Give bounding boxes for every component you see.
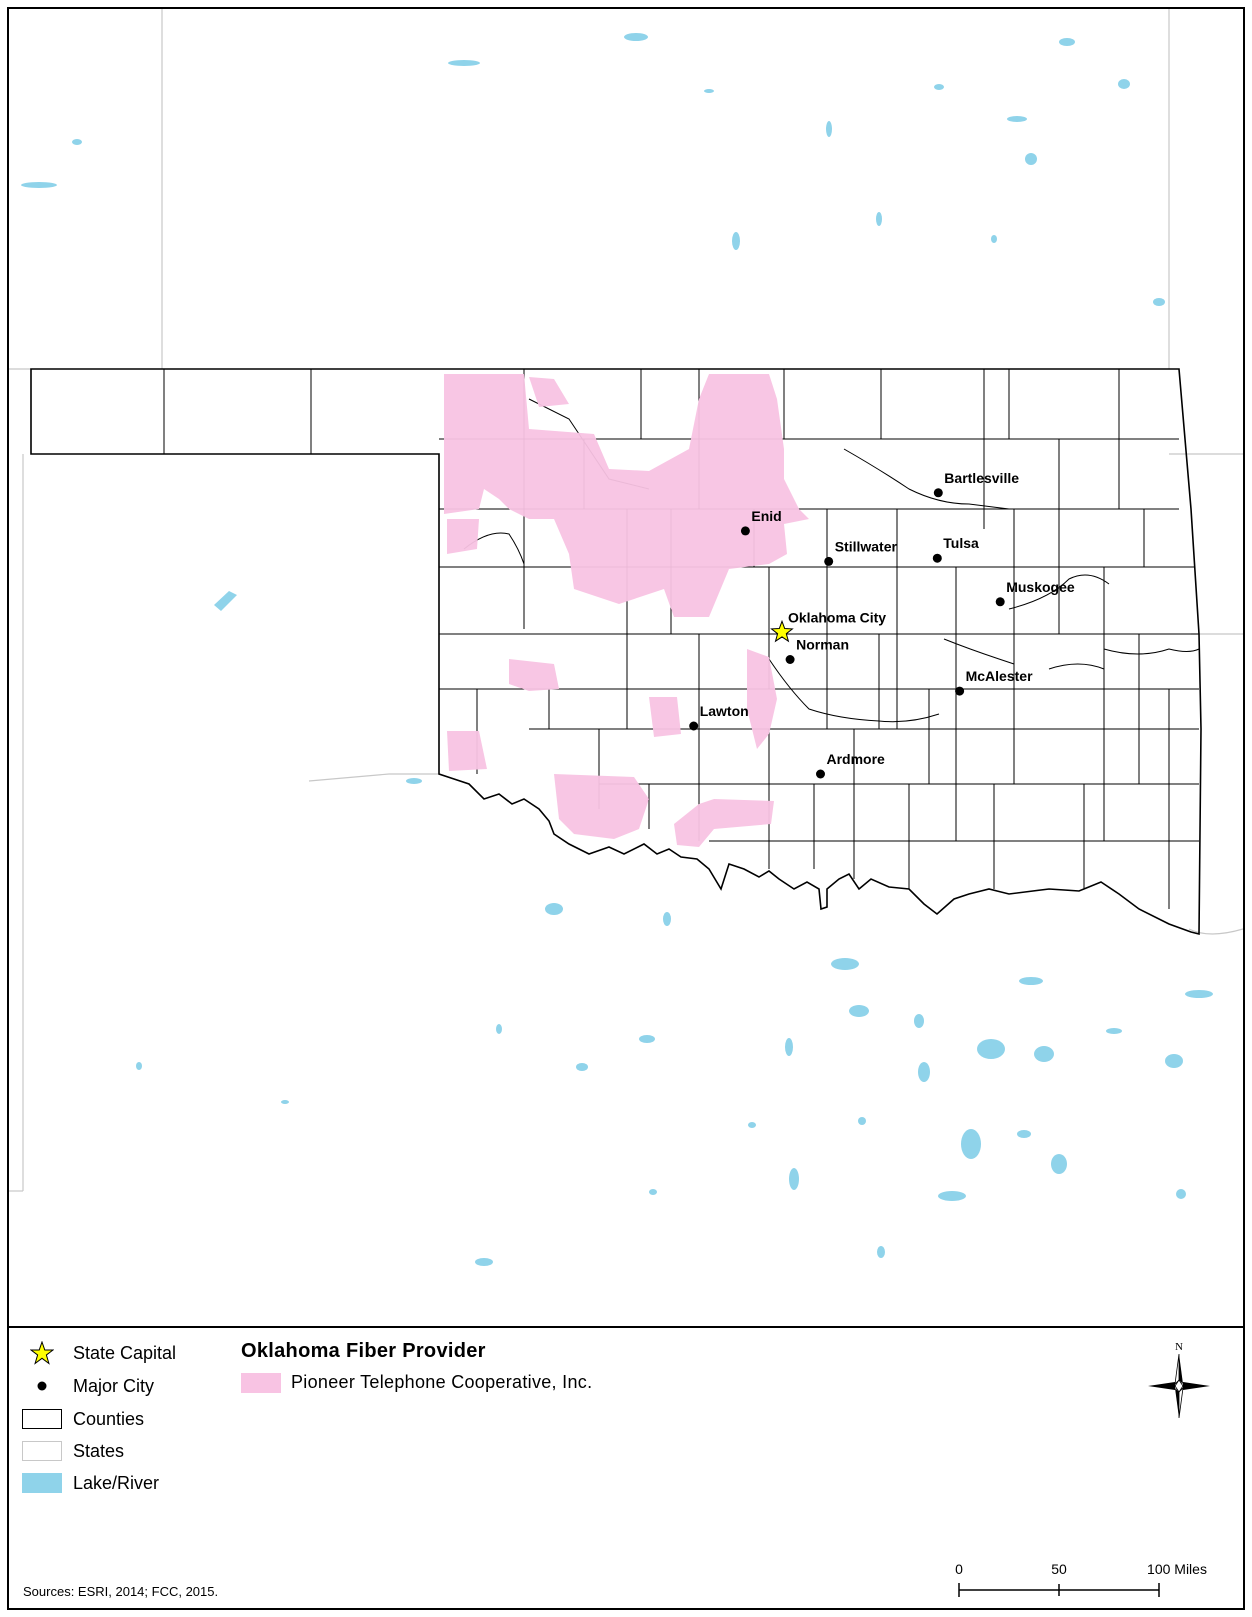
city-dot-ardmore[interactable] bbox=[816, 769, 825, 779]
city-dot-stillwater[interactable] bbox=[824, 556, 834, 566]
legend-label: State Capital bbox=[73, 1342, 177, 1363]
city-label-oklahoma-city: Oklahoma City bbox=[788, 609, 886, 625]
scale-tick-label: 0 bbox=[955, 1561, 963, 1577]
fiber-coverage bbox=[444, 374, 809, 847]
legend-item-fiber-provider: Pioneer Telephone Cooperative, Inc. bbox=[241, 1372, 592, 1393]
city-label-lawton: Lawton bbox=[700, 703, 749, 719]
legend-panel: State Capital Major City Counties States bbox=[9, 1328, 1243, 1608]
state-boundaries bbox=[9, 9, 1243, 1192]
city-label-enid: Enid bbox=[751, 508, 781, 524]
city-label-tulsa: Tulsa bbox=[943, 535, 979, 551]
city-dot-enid[interactable] bbox=[740, 526, 750, 536]
city-label-bartlesville: Bartlesville bbox=[944, 470, 1019, 486]
city-label-ardmore: Ardmore bbox=[827, 751, 886, 767]
legend-item-lake-river: Lake/River bbox=[21, 1470, 159, 1496]
legend-item-major-city: Major City bbox=[21, 1373, 154, 1399]
city-dot-muskogee[interactable] bbox=[995, 597, 1005, 607]
city-dot-lawton[interactable] bbox=[689, 721, 699, 731]
city-dot-tulsa[interactable] bbox=[932, 553, 942, 563]
lake-river-swatch bbox=[21, 1472, 63, 1494]
city-label-mcalester: McAlester bbox=[966, 668, 1033, 684]
scale-bar: 0 50 100 Miles bbox=[955, 1561, 1207, 1597]
city-label-muskogee: Muskogee bbox=[1006, 579, 1075, 595]
lakes-rivers bbox=[21, 33, 1213, 1266]
city-dot-bartlesville[interactable] bbox=[933, 488, 943, 498]
fiber-swatch bbox=[241, 1372, 281, 1393]
legend-item-state-capital: State Capital bbox=[21, 1340, 176, 1366]
legend-item-counties: Counties bbox=[21, 1406, 144, 1432]
oklahoma-outline bbox=[30, 368, 1202, 936]
north-label: N bbox=[1175, 1341, 1183, 1353]
fiber-provider-label: Pioneer Telephone Cooperative, Inc. bbox=[291, 1372, 593, 1392]
legend-label: States bbox=[73, 1440, 125, 1461]
scale-tick-label: 50 bbox=[1051, 1561, 1067, 1577]
states-swatch bbox=[21, 1440, 63, 1462]
fiber-provider-title: Oklahoma Fiber Provider bbox=[241, 1340, 486, 1362]
dot-icon bbox=[21, 1375, 63, 1397]
legend-label: Counties bbox=[73, 1408, 145, 1429]
city-dot-norman[interactable] bbox=[785, 655, 795, 664]
city-label-norman: Norman bbox=[796, 637, 849, 653]
north-arrow-icon: N bbox=[1148, 1341, 1210, 1419]
legend-label: Lake/River bbox=[73, 1472, 160, 1493]
legend-label: Major City bbox=[73, 1375, 155, 1396]
counties-swatch bbox=[21, 1408, 63, 1430]
scale-tick-label: 100 Miles bbox=[1147, 1561, 1207, 1577]
star-icon bbox=[21, 1341, 63, 1365]
city-dot-mcalester[interactable] bbox=[955, 686, 965, 696]
capital-star-icon[interactable] bbox=[770, 619, 794, 643]
sources-note: Sources: ESRI, 2014; FCC, 2015. bbox=[23, 1584, 219, 1599]
city-label-stillwater: Stillwater bbox=[835, 538, 898, 554]
legend-item-states: States bbox=[21, 1438, 124, 1464]
map-legend-divider bbox=[9, 1326, 1243, 1328]
